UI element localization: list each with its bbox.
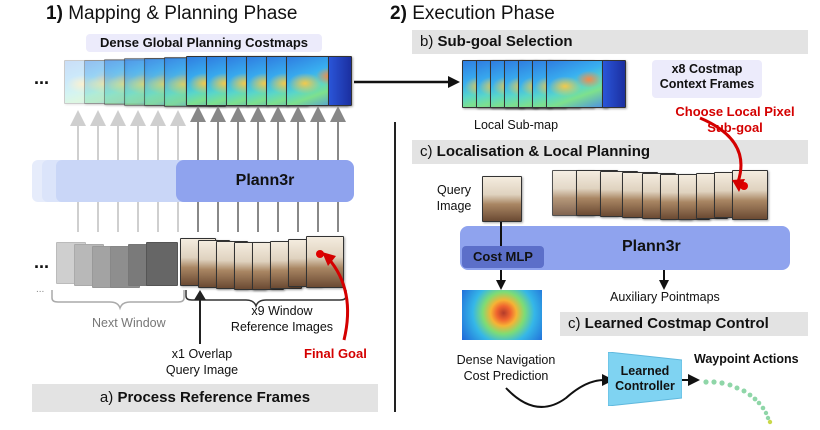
x1-overlap-line1: x1 Overlap: [171, 347, 233, 361]
band-b-text: b) Sub-goal Selection: [420, 33, 573, 50]
phase2-number: 2): [390, 3, 407, 24]
phase2-label: Execution Phase: [412, 3, 555, 24]
cost-mlp-box: Cost MLP: [462, 246, 544, 268]
x9-window-label: x9 Window Reference Images: [226, 303, 338, 335]
query-image-label: Query Image: [430, 182, 478, 214]
next-window-label: Next Window: [92, 316, 166, 330]
x9-window-line2: Reference Images: [230, 320, 334, 334]
brace-dots: ...: [36, 284, 45, 295]
band-c2-text: c) Learned Costmap Control: [568, 315, 769, 332]
x8-line1: x8 Costmap: [671, 62, 743, 76]
query-line2: Image: [436, 199, 472, 213]
band-c2: c) Learned Costmap Control: [560, 312, 808, 336]
x9-window-line1: x9 Window: [251, 304, 313, 318]
band-b-prefix: b): [420, 33, 434, 50]
band-c-text: c) Localisation & Local Planning: [420, 143, 650, 160]
x1-overlap-label: x1 Overlap Query Image: [160, 346, 244, 378]
band-c-title: Localisation & Local Planning: [436, 143, 651, 160]
x8-line2: Context Frames: [659, 77, 755, 91]
learned-line2: Controller: [615, 379, 675, 393]
band-b-title: Sub-goal Selection: [437, 33, 573, 50]
reference-frame-stack: [56, 236, 356, 292]
phase-divider: [394, 122, 396, 412]
dense-costmaps-label: Dense Global Planning Costmaps: [86, 34, 322, 52]
x8-costmap-label: x8 Costmap Context Frames: [652, 60, 762, 98]
cost-mlp-label: Cost MLP: [473, 249, 533, 264]
dense-nav-label: Dense Navigation Cost Prediction: [446, 352, 566, 384]
learned-line1: Learned: [620, 364, 670, 378]
plann3r-label-left: Plann3r: [235, 172, 295, 189]
phase1-number: 1): [46, 3, 63, 24]
x1-overlap-line2: Query Image: [165, 363, 239, 377]
final-goal-label: Final Goal: [304, 346, 367, 361]
band-a-title: Process Reference Frames: [117, 389, 311, 406]
local-submap-label: Local Sub-map: [474, 118, 559, 132]
aux-pointmaps-label: Auxiliary Pointmaps: [610, 290, 720, 304]
band-a-prefix: a): [99, 389, 114, 406]
waypoint-actions-label: Waypoint Actions: [694, 352, 799, 366]
query-image: [482, 176, 522, 222]
costmaps-ellipsis: ...: [34, 68, 50, 88]
choose-line1: Choose Local Pixel: [675, 104, 795, 119]
band-a-text: a) Process Reference Frames: [32, 389, 378, 406]
learned-controller-label: Learned Controller: [608, 364, 682, 394]
frames-ellipsis: ...: [34, 252, 50, 272]
cost-prediction-map: [462, 290, 542, 340]
plann3r-label-right: Plann3r: [622, 238, 681, 255]
phase1-title: 1) Mapping & Planning Phase: [46, 3, 297, 25]
band-c-prefix: c): [420, 143, 433, 160]
phase2-title: 2) Execution Phase: [390, 3, 555, 25]
band-b: b) Sub-goal Selection: [412, 30, 808, 54]
local-submap-stack: [462, 58, 642, 108]
plann3r-block-left: Plann3r: [176, 160, 354, 202]
phase1-label: Mapping & Planning Phase: [68, 3, 298, 24]
dense-nav-line1: Dense Navigation: [456, 353, 556, 367]
band-c2-prefix: c): [568, 315, 581, 332]
band-a: a) Process Reference Frames: [32, 384, 378, 412]
query-line1: Query: [436, 183, 472, 197]
learned-controller-shape: [608, 352, 682, 406]
dense-nav-line2: Cost Prediction: [463, 369, 549, 383]
global-costmap-stack: [64, 56, 354, 107]
band-c2-title: Learned Costmap Control: [584, 315, 769, 332]
context-frame-stack: [552, 168, 768, 220]
